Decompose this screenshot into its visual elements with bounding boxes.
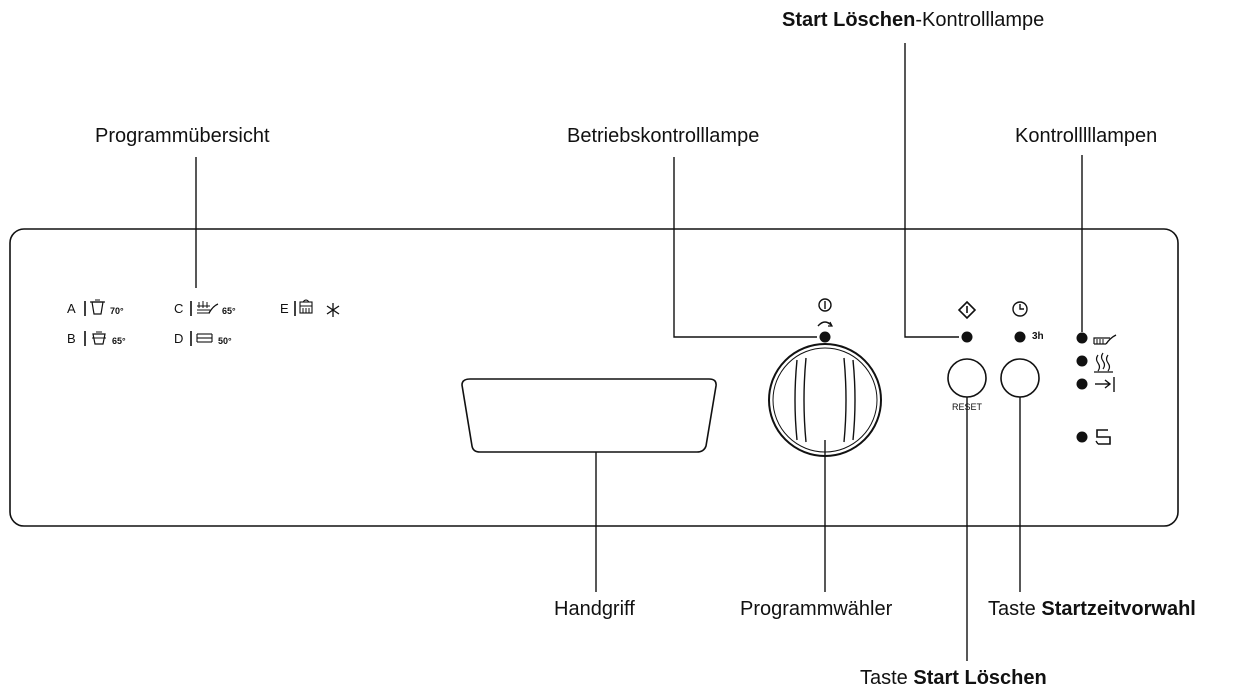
start-cancel-lamp [961,331,973,343]
program-a-temp: 70° [110,306,124,316]
delay-lamp [1014,331,1026,343]
program-a-letter: A [67,301,76,316]
pot-icon [90,299,105,315]
program-d-temp: 50° [218,336,232,346]
end-indicator-lamp [1076,378,1088,390]
indicator-lamps-label: Kontrolllllampen [1015,125,1158,147]
drying-indicator-lamp [1076,355,1088,367]
wash-indicator-lamp [1076,332,1088,344]
delay-start-button-label: Taste Startzeitvorwahl [988,598,1196,620]
start-cancel-button-label: Taste Start Löschen [860,667,1047,689]
program-c-letter: C [174,301,184,316]
program-c-temp: 65° [222,306,236,316]
start-cancel-button[interactable] [947,358,987,398]
control-panel-outline [9,228,1179,527]
power-icon [817,298,833,327]
plates-icon [196,333,213,343]
leader-line [904,43,959,338]
program-b-letter: B [67,331,76,346]
start-cancel-lamp-label: Start Löschen-Kontrolllampe [782,9,1045,31]
wash-icon [1093,334,1117,345]
rinse-icon [299,299,313,314]
leader-line [673,157,817,338]
operation-lamp-label: Betriebskontrolllampe [567,125,760,147]
handle[interactable] [461,378,717,453]
program-e-letter: E [280,301,289,316]
cutlery-icon [197,301,219,314]
start-diamond-icon [957,300,977,320]
salt-icon [1095,429,1111,445]
snowflake-icon [326,303,340,317]
pan-icon [92,331,106,345]
handle-label: Handgriff [554,598,635,620]
program-d-letter: D [174,331,184,346]
clock-icon [1012,301,1028,317]
program-selector-knob[interactable] [768,343,882,457]
salt-indicator-lamp [1076,431,1088,443]
end-icon [1095,377,1115,392]
program-selector-label: Programmwähler [740,598,893,620]
drying-icon [1094,352,1113,373]
program-b-temp: 65° [112,336,126,346]
delay-start-button[interactable] [1000,358,1040,398]
delay-hours-label: 3h [1032,331,1044,342]
program-overview-label: Programmübersicht [95,125,270,147]
reset-label: RESET [952,402,983,412]
operation-indicator-lamp [819,331,831,343]
